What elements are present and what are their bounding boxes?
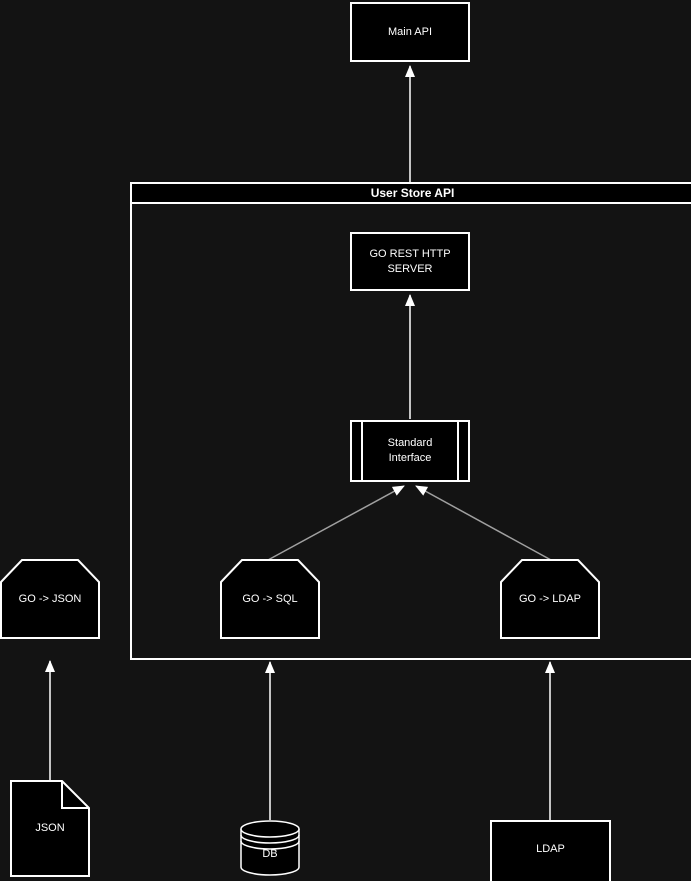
component-bar-left bbox=[361, 422, 363, 480]
node-db-top bbox=[240, 820, 300, 838]
db-ring-1 bbox=[240, 834, 300, 844]
node-ldap: LDAP bbox=[490, 820, 611, 881]
node-go-sql-shape bbox=[220, 559, 320, 639]
node-standard-interface-label: Standard Interface bbox=[387, 437, 433, 464]
node-db-body bbox=[240, 829, 300, 876]
node-go-json-shape bbox=[0, 559, 100, 639]
boundary-title-bar: User Store API bbox=[132, 184, 691, 204]
node-main-api-label: Main API bbox=[387, 25, 433, 38]
boundary-user-store-api: User Store API bbox=[130, 182, 691, 660]
edge-goldap-to-interface bbox=[415, 485, 552, 561]
node-ldap-label: LDAP bbox=[536, 842, 565, 855]
node-go-ldap-shape bbox=[500, 559, 600, 639]
node-go-rest-server-label: GO REST HTTP SERVER bbox=[369, 247, 451, 275]
edge-gosql-to-interface bbox=[267, 485, 405, 561]
node-main-api: Main API bbox=[350, 2, 470, 62]
boundary-title: User Store API bbox=[370, 186, 455, 200]
component-bar-right bbox=[457, 422, 459, 480]
node-json-file-shape bbox=[10, 780, 90, 877]
json-file-fold bbox=[61, 781, 89, 809]
node-go-rest-server: GO REST HTTP SERVER bbox=[350, 232, 470, 291]
db-ring-2 bbox=[240, 840, 300, 850]
node-standard-interface: Standard Interface bbox=[350, 420, 470, 482]
